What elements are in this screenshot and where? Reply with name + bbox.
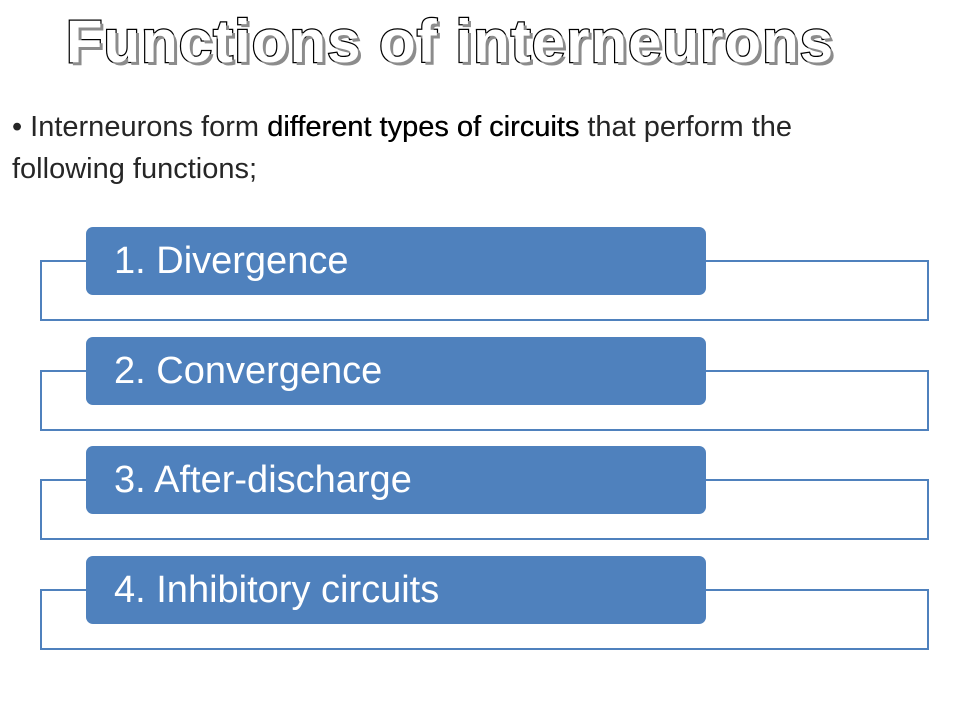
list-item-label: 2. Convergence: [86, 337, 706, 405]
bullet-marker: •: [12, 111, 23, 143]
intro-emphasis-circuits: circuits: [489, 111, 580, 143]
intro-emphasis-types: different types of: [267, 111, 481, 143]
list-item-inhibitory-circuits: 4. Inhibitory circuits: [0, 556, 960, 656]
list-item-after-discharge: 3. After-discharge: [0, 446, 960, 546]
intro-paragraph: •Interneurons form different types of ci…: [12, 106, 912, 190]
list-item-label: 3. After-discharge: [86, 446, 706, 514]
list-item-convergence: 2. Convergence: [0, 337, 960, 437]
slide-title: Functions of interneurons: [65, 7, 835, 77]
list-item-divergence: 1. Divergence: [0, 227, 960, 327]
list-item-label: 4. Inhibitory circuits: [86, 556, 706, 624]
list-item-label: 1. Divergence: [86, 227, 706, 295]
intro-text-1: Interneurons form: [30, 111, 268, 143]
intro-text-3: that perform the following functions;: [12, 111, 793, 185]
